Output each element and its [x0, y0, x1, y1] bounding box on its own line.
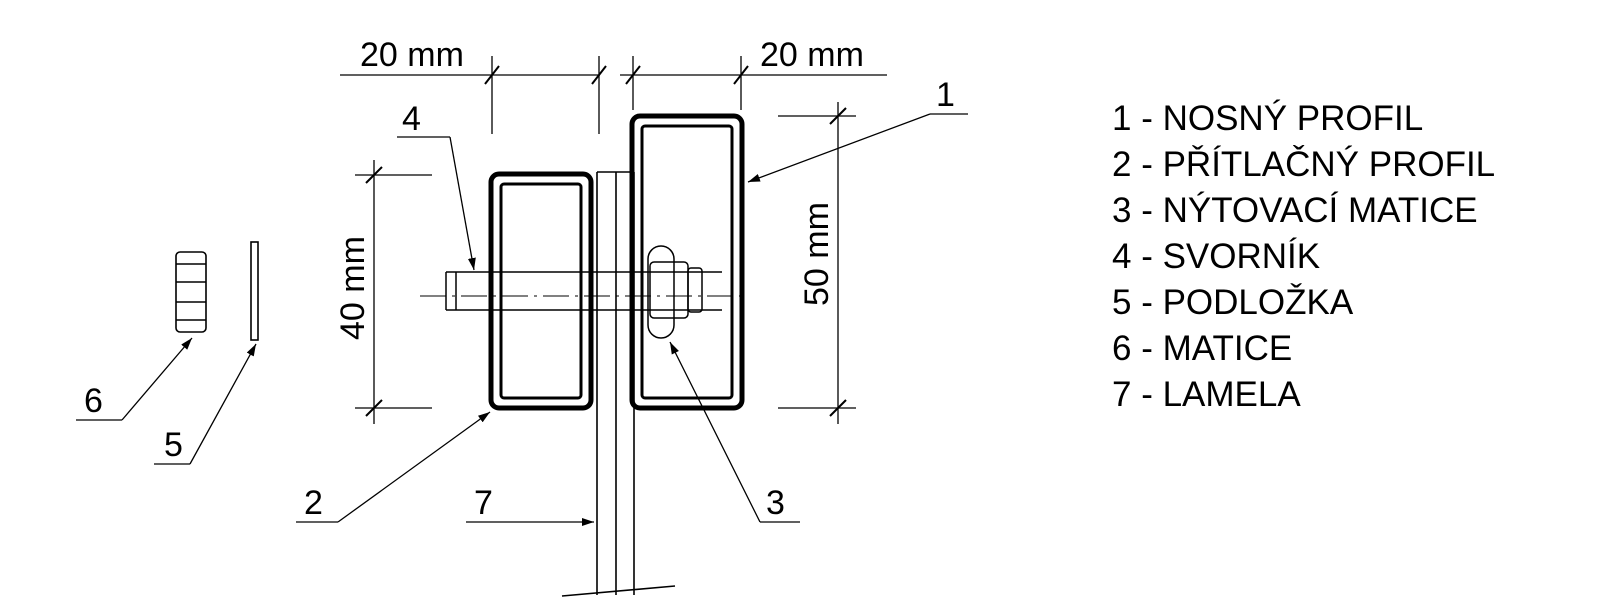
- legend-item-5: 5 - PODLOŽKA: [1112, 283, 1354, 322]
- callout-7: 7: [474, 484, 493, 522]
- legend-item-1: 1 - NOSNÝ PROFIL: [1112, 99, 1424, 138]
- lamela-plates: [561, 171, 676, 597]
- dim-left-vertical: 40 mm: [334, 236, 372, 340]
- legend-item-2: 2 - PŘÍTLAČNÝ PROFIL: [1112, 145, 1496, 184]
- callout-5: 5: [164, 426, 183, 464]
- dim-right-vertical: 50 mm: [798, 202, 836, 306]
- callout-2: 2: [304, 484, 323, 522]
- leader-lines: [76, 113, 968, 526]
- legend-item-7: 7 - LAMELA: [1112, 375, 1301, 414]
- washer-5: [250, 241, 259, 341]
- pressure-profile-2: [488, 171, 594, 411]
- callout-4: 4: [402, 100, 421, 138]
- carrier-profile-1: [629, 113, 745, 411]
- nut-6: [175, 251, 207, 333]
- dim-top-left: 20 mm: [360, 36, 464, 74]
- dim-top-right: 20 mm: [760, 36, 864, 74]
- bolt-4: [420, 271, 740, 311]
- callout-6: 6: [84, 382, 103, 420]
- callout-1: 1: [936, 76, 955, 114]
- legend-item-3: 3 - NÝTOVACÍ MATICE: [1112, 191, 1478, 230]
- rivet-nut-3: [647, 245, 703, 339]
- legend-item-6: 6 - MATICE: [1112, 329, 1293, 368]
- callout-3: 3: [766, 484, 785, 522]
- legend: 1 - NOSNÝ PROFIL 2 - PŘÍTLAČNÝ PROFIL 3 …: [1112, 96, 1495, 418]
- legend-item-4: 4 - SVORNÍK: [1112, 237, 1321, 276]
- dimension-lines: [340, 56, 887, 424]
